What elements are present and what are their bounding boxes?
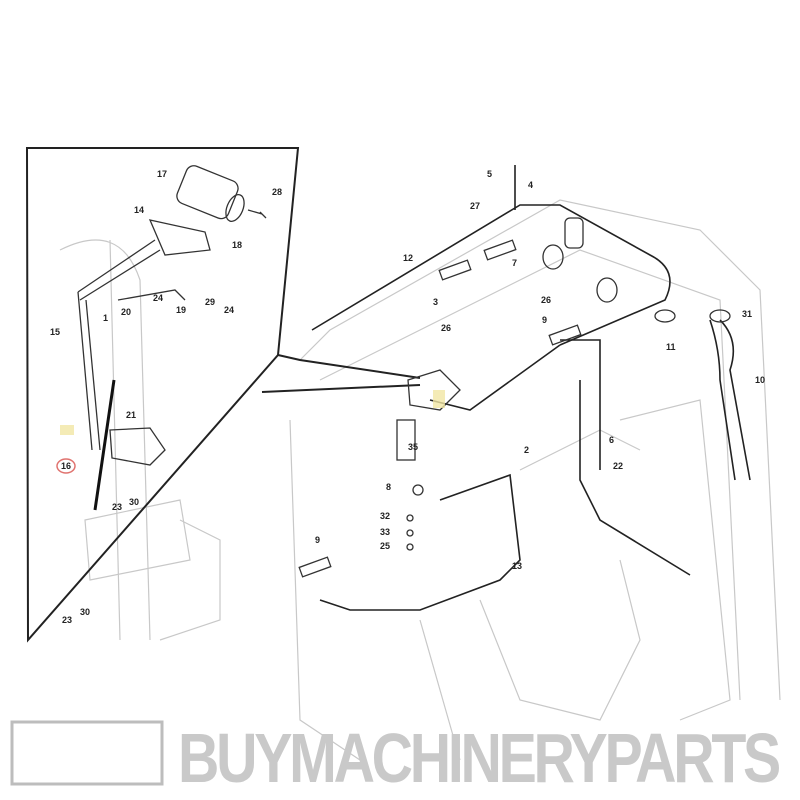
part-label-31: 31 [742, 309, 752, 319]
part-label-27: 27 [470, 201, 480, 211]
part-label-18: 18 [232, 240, 242, 250]
watermark: BUYMACHINERYPARTS [10, 719, 783, 797]
wiper-motor-assembly [77, 165, 267, 466]
part-label-7: 7 [512, 258, 517, 268]
part-label-30: 30 [129, 497, 139, 507]
part-label-10: 10 [755, 375, 765, 385]
part-label-29: 29 [205, 297, 215, 307]
part-label-21: 21 [126, 410, 136, 420]
part-label-6: 6 [609, 435, 614, 445]
highlight-marker [60, 425, 74, 435]
highlight-circle [56, 458, 76, 474]
part-label-24: 24 [224, 305, 234, 315]
part-label-22: 22 [613, 461, 623, 471]
part-label-14: 14 [134, 205, 144, 215]
part-label-17: 17 [157, 169, 167, 179]
part-label-1: 1 [103, 313, 108, 323]
part-label-3: 3 [433, 297, 438, 307]
part-label-35: 35 [408, 442, 418, 452]
part-label-23: 23 [112, 502, 122, 512]
part-label-9: 9 [542, 315, 547, 325]
part-label-23: 23 [62, 615, 72, 625]
part-label-15: 15 [50, 327, 60, 337]
part-label-13: 13 [512, 561, 522, 571]
part-label-11: 11 [666, 342, 676, 352]
wiper-blade [93, 379, 116, 511]
watermark-text: BUYMACHINERYPARTS [178, 719, 779, 797]
part-label-12: 12 [403, 253, 413, 263]
part-label-26: 26 [441, 323, 451, 333]
part-label-28: 28 [272, 187, 282, 197]
part-label-4: 4 [528, 180, 533, 190]
part-label-30: 30 [80, 607, 90, 617]
part-label-9: 9 [315, 535, 320, 545]
part-label-24: 24 [153, 293, 163, 303]
highlight-marker [433, 390, 445, 408]
part-label-33: 33 [380, 527, 390, 537]
components [298, 217, 731, 578]
part-label-20: 20 [121, 307, 131, 317]
part-label-26: 26 [541, 295, 551, 305]
cab-outline [59, 199, 781, 761]
part-label-8: 8 [386, 482, 391, 492]
part-label-32: 32 [380, 511, 390, 521]
detail-inset-frame [25, 147, 421, 643]
part-label-2: 2 [524, 445, 529, 455]
part-label-19: 19 [176, 305, 186, 315]
part-label-25: 25 [380, 541, 390, 551]
part-label-5: 5 [487, 169, 492, 179]
part-label-16: 16 [61, 461, 71, 471]
